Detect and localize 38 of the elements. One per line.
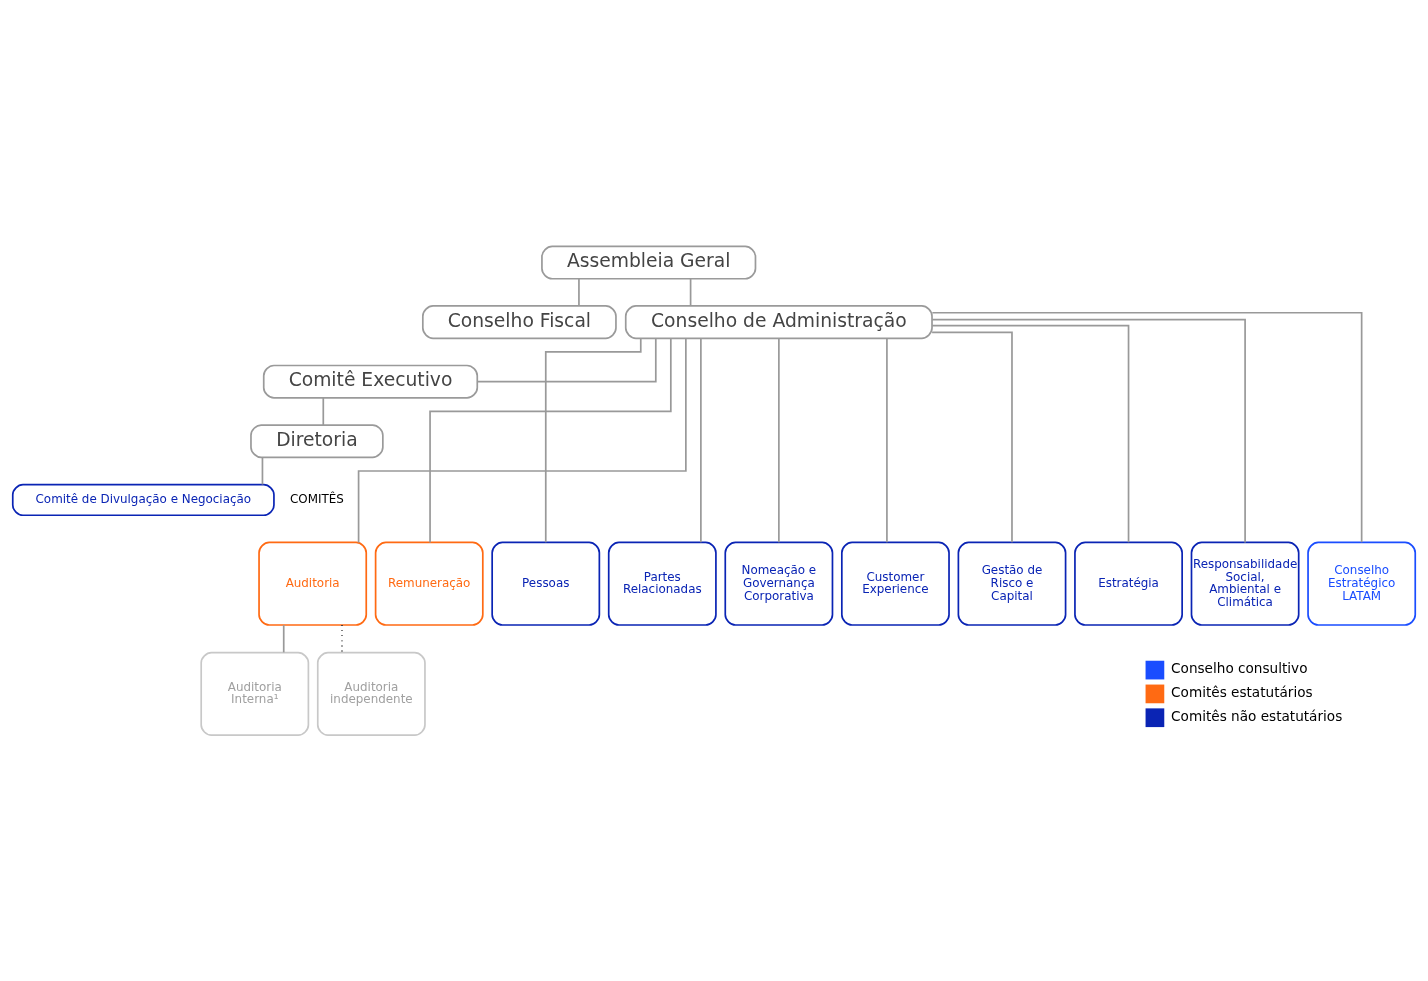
node-box: Auditoria Interna¹ [200,651,310,736]
node-box: Partes Relacionadas [607,541,717,626]
connector [282,623,285,653]
node-box: Nomeação e Governança Corporativa [724,541,834,626]
connector [886,337,888,543]
connector [578,277,580,307]
node-box: Pessoas [491,541,601,626]
node-box: Auditoria [258,541,368,626]
connector [700,337,702,543]
node-box: Diretoria [250,423,384,458]
node-box: Remuneração [374,541,484,626]
connector [544,337,642,543]
node-box: Auditoria independente [316,651,426,736]
connector [931,324,1130,543]
connector [261,456,264,485]
node-box: Conselho de Administração [624,304,933,339]
node-box: Estratégia [1074,541,1183,626]
connector [931,330,1013,543]
connector [931,311,1363,543]
node-box: Customer Experience [841,541,950,626]
node-box: Conselho Estratégico LATAM [1307,541,1417,626]
label: COMITÊS [289,491,344,506]
legend-label: Conselho consultivo [1171,659,1308,676]
connector [476,337,657,383]
connector [931,318,1246,543]
connector [322,396,325,426]
node-box: Gestão de Risco e Capital [957,541,1067,626]
connector [357,337,687,543]
legend-label: Comitês não estatutários [1171,707,1343,724]
node-box: Responsabilidade Social, Ambiental e Climática [1190,541,1300,626]
legend-label: Comitês estatutários [1171,683,1313,700]
connector [778,337,780,543]
node-box: Comitê de Divulgação e Negociação [11,483,275,516]
connector [689,277,692,307]
node-box: Assembleia Geral [541,245,757,280]
node-box: Comitê Executivo [262,364,479,399]
connector [429,337,672,543]
node-box: Conselho Fiscal [421,304,617,339]
